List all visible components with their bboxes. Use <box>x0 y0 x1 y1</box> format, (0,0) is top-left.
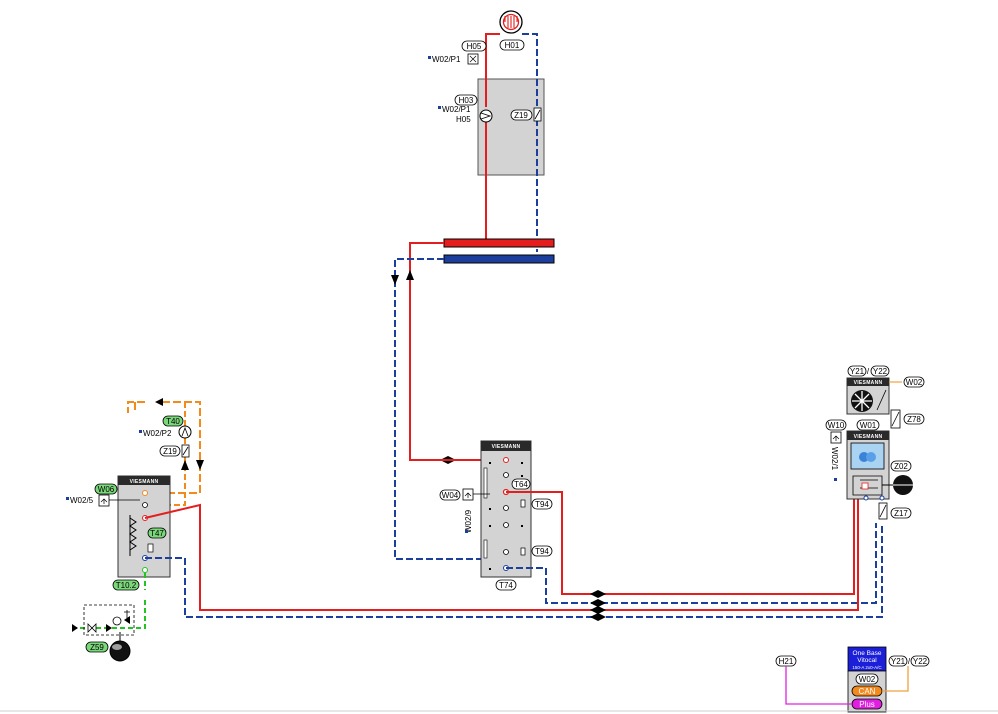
controller-box[interactable] <box>847 646 887 672</box>
expansion-tag: Z78 <box>907 415 921 424</box>
legend-right-sep: / <box>908 657 911 666</box>
dhw-brand: VIESMANN <box>130 479 159 485</box>
temperature-sensor-icon[interactable] <box>147 543 154 553</box>
supply-manifold <box>443 238 555 248</box>
expansion-vessel-icon[interactable] <box>109 640 131 662</box>
vessel-tag: Z02 <box>894 462 908 471</box>
thermostat-tag: H05 <box>467 42 482 51</box>
plus-bus-line <box>785 666 852 705</box>
temperature-sensor-icon[interactable] <box>520 499 526 508</box>
control-legend: One Base Vitocal 150-A 2x0-A/C W02 CAN P… <box>775 646 930 713</box>
hp-valve-tag: Z17 <box>894 509 908 518</box>
dhw-circ-ref: W02/P2 <box>143 429 172 438</box>
legend-line2: Vitocal <box>857 657 877 664</box>
outdoor-sep: / <box>867 367 870 376</box>
hp-controller-tag: W10 <box>828 421 845 430</box>
dhw-control-tag: W06 <box>98 485 115 494</box>
buffer-brand: VIESMANN <box>492 444 521 450</box>
buffer-bottom-tag: T74 <box>499 581 513 590</box>
buffer-sensor-tag: T64 <box>514 480 528 489</box>
radiator-tag: H01 <box>505 41 520 50</box>
legend-line1: One Base <box>853 650 882 657</box>
dhw-coil-return <box>145 523 883 618</box>
buffer-controller-ref: W02/9 <box>464 509 473 533</box>
safety-group <box>83 604 135 636</box>
legend-ctrl-tag: W02 <box>859 675 876 684</box>
dhw-sensor-tag: T47 <box>150 529 164 538</box>
dhw-circ-tag: T40 <box>166 417 180 426</box>
legend-sensor-tag: H21 <box>779 657 794 666</box>
unit-ref: W02/1 <box>830 447 839 471</box>
pump-tag: H03 <box>459 96 474 105</box>
dhw-control-ref: W02/5 <box>70 496 94 505</box>
buffer-supply-line <box>409 242 444 461</box>
legend-right-tag-2: Y22 <box>913 657 928 666</box>
dhw-exp-tag: Z59 <box>90 643 104 652</box>
shutoff-valve-icon[interactable] <box>87 623 97 633</box>
indoor-brand: VIESMANN <box>854 434 883 440</box>
valve-tag: Z19 <box>514 111 528 120</box>
heating-circuit: H01 H05 W02/P1 H03 W02/P1 H05 Z19 <box>391 10 555 560</box>
heatpump-supply-line <box>506 491 855 595</box>
heating-distribution-box <box>477 78 545 176</box>
circulation-pump-icon[interactable] <box>479 109 493 123</box>
thermostat-ref: W02/P1 <box>432 55 461 64</box>
dhw-coil-supply <box>144 494 859 611</box>
plus-label: Plus <box>859 700 875 709</box>
pressure-gauge-icon[interactable] <box>112 616 122 626</box>
heating-return-line <box>522 33 538 252</box>
heatpump-return-line <box>506 523 877 604</box>
dhw-valve-tag: Z19 <box>163 447 177 456</box>
outdoor-tag-2: Y22 <box>873 367 888 376</box>
can-label: CAN <box>859 687 876 696</box>
outdoor-brand: VIESMANN <box>854 380 883 386</box>
buffer-sensor-b1: T94 <box>535 500 549 509</box>
pump-ref-2: H05 <box>456 115 471 124</box>
buffer-tank: VIESMANN T64 T94 T94 T74 W04 <box>439 440 877 607</box>
buffer-controller-tag: W04 <box>442 491 459 500</box>
buffer-sensor-b2: T94 <box>535 547 549 556</box>
heat-exchanger-coil <box>129 515 137 556</box>
legend-right-tag-1: Y21 <box>891 657 906 666</box>
dhw-inlet-tag: T10.2 <box>116 581 137 590</box>
unit-tag: W01 <box>860 421 877 430</box>
heat-pump: VIESMANN Y21 / Y22 W02 Z78 VIESMANN W01 … <box>825 365 925 520</box>
can-bus-line <box>882 666 909 692</box>
pump-ref-1: W02/P1 <box>442 105 471 114</box>
heating-supply-line <box>485 33 500 240</box>
outdoor-ctrl-tag: W02 <box>906 378 923 387</box>
radiator-icon[interactable] <box>499 10 523 34</box>
buffer-return-line <box>394 258 482 560</box>
outdoor-tag-1: Y21 <box>850 367 865 376</box>
legend-line3: 150-A 2x0-A/C <box>852 665 882 670</box>
temperature-sensor-icon[interactable] <box>520 547 526 556</box>
dhw-hot-line <box>127 401 201 494</box>
return-manifold <box>443 254 555 264</box>
dhw-cylinder: VIESMANN W06 W02/5 T47 T40 W02/P2 Z19 <box>66 398 883 662</box>
